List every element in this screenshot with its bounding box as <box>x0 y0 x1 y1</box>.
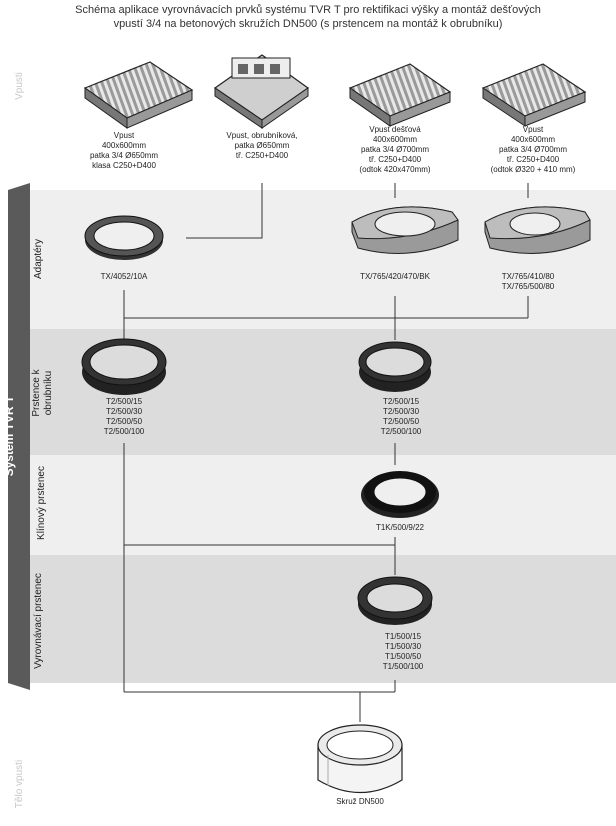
gully-grate-4 <box>481 63 587 127</box>
title-line-1: Schéma aplikace vyrovnávacích prvků syst… <box>75 4 541 16</box>
gully-2-line-2: patka Ø650mm <box>234 141 290 150</box>
adapter-ring-1 <box>84 215 164 260</box>
kerb-ring-caption-1: T2/500/15 T2/500/30 T2/500/50 T2/500/100 <box>74 397 174 437</box>
adapter-d-3 <box>484 206 591 254</box>
gully-caption-2: Vpust, obrubníková, patka Ø650mm tř. C25… <box>212 131 312 161</box>
system-bar-top-bevel <box>8 183 30 190</box>
adapter-d-2 <box>351 206 459 254</box>
diagram-title: Schéma aplikace vyrovnávacích prvků syst… <box>20 3 596 31</box>
kerb-ring-1 <box>81 338 167 395</box>
kerb-ring-2-code-3: T2/500/50 <box>382 417 420 426</box>
adapter-1-code: TX/4052/10A <box>100 272 148 281</box>
gully-4-line-1: Vpust <box>522 125 544 134</box>
title-line-2: vpustí 3/4 na betonových skružích DN500 … <box>113 18 503 30</box>
adapter-caption-3: TX/765/410/80 TX/765/500/80 <box>478 272 578 292</box>
leveling-ring-band <box>30 555 616 683</box>
wedge-ring-code: T1K/500/9/22 <box>375 523 425 532</box>
gully-2-line-3: tř. C250+D400 <box>235 151 289 160</box>
kerb-ring-1-code-1: T2/500/15 <box>105 397 143 406</box>
kerb-ring-2-code-2: T2/500/30 <box>382 407 420 416</box>
gully-kerb-2 <box>213 54 310 129</box>
kerb-ring-1-code-3: T2/500/50 <box>105 417 143 426</box>
leveling-ring-code-1: T1/500/15 <box>384 632 422 641</box>
adapter-3-code-2: TX/765/500/80 <box>501 282 555 291</box>
leveling-ring-code-4: T1/500/100 <box>382 662 424 671</box>
gully-4-line-5: (odtok Ø320 + 410 mm) <box>490 165 576 174</box>
system-bar-bottom-bevel <box>8 683 30 690</box>
gully-4-line-4: tř. C250+D400 <box>506 155 560 164</box>
leveling-ring-code-2: T1/500/30 <box>384 642 422 651</box>
gully-4-line-3: patka 3/4 Ø700mm <box>498 145 568 154</box>
system-bar <box>8 190 30 683</box>
wedge-ring-band <box>30 455 616 555</box>
gully-3-line-1: Vpust dešťová <box>369 125 421 134</box>
shaft-label: Skruž DN500 <box>336 797 384 806</box>
gully-caption-3: Vpust dešťová 400x600mm patka 3/4 Ø700mm… <box>345 125 445 175</box>
shaft-caption: Skruž DN500 <box>310 797 410 807</box>
adapter-3-code-1: TX/765/410/80 <box>501 272 555 281</box>
gully-1-line-2: 400x600mm <box>101 141 147 150</box>
connector-kerb-gully <box>186 183 263 239</box>
connector-lines <box>123 183 529 722</box>
kerb-ring-2-code-1: T2/500/15 <box>382 397 420 406</box>
gully-grate-1 <box>83 61 194 129</box>
gully-1-line-3: patka 3/4 Ø650mm <box>89 151 159 160</box>
leveling-ring-code-3: T1/500/50 <box>384 652 422 661</box>
adapter-caption-2: TX/765/420/470/BK <box>345 272 445 282</box>
gully-caption-4: Vpust 400x600mm patka 3/4 Ø700mm tř. C25… <box>478 125 588 175</box>
kerb-ring-1-code-4: T2/500/100 <box>103 427 145 436</box>
wedge-ring <box>361 471 439 518</box>
kerb-ring-2-code-4: T2/500/100 <box>380 427 422 436</box>
leveling-ring <box>357 576 433 625</box>
leveling-ring-caption: T1/500/15 T1/500/30 T1/500/50 T1/500/100 <box>353 632 453 672</box>
shaft-dn500 <box>317 724 403 794</box>
kerb-ring-2 <box>358 341 432 392</box>
gully-caption-1: Vpust 400x600mm patka 3/4 Ø650mm klasa C… <box>74 131 174 171</box>
gully-grate-3 <box>348 63 452 127</box>
kerb-ring-1-code-2: T2/500/30 <box>105 407 143 416</box>
wedge-ring-caption: T1K/500/9/22 <box>350 523 450 533</box>
gully-1-line-4: klasa C250+D400 <box>92 161 156 170</box>
gully-3-line-4: tř. C250+D400 <box>368 155 422 164</box>
adapter-2-code: TX/765/420/470/BK <box>360 272 430 281</box>
gully-3-line-3: patka 3/4 Ø700mm <box>360 145 430 154</box>
adapter-caption-1: TX/4052/10A <box>74 272 174 282</box>
kerb-ring-caption-2: T2/500/15 T2/500/30 T2/500/50 T2/500/100 <box>351 397 451 437</box>
gully-3-line-2: 400x600mm <box>372 135 418 144</box>
gully-2-line-1: Vpust, obrubníková, <box>226 131 298 140</box>
gully-4-line-2: 400x600mm <box>510 135 556 144</box>
gully-3-line-5: (odtok 420x470mm) <box>359 165 431 174</box>
gully-1-line-1: Vpust <box>113 131 135 140</box>
